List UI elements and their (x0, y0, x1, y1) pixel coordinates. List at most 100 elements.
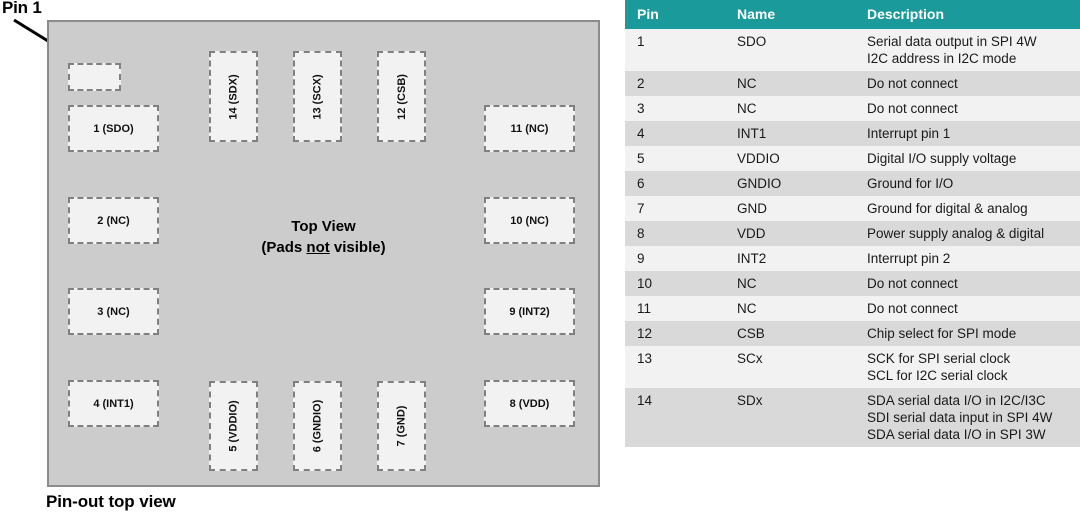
table-row: 9 INT2 Interrupt pin 2 (625, 246, 1080, 271)
pad-11: 11 (NC) (484, 105, 575, 152)
cell-description: Interrupt pin 2 (855, 246, 1080, 271)
cell-description: Do not connect (855, 71, 1080, 96)
table-row: 5 VDDIO Digital I/O supply voltage (625, 146, 1080, 171)
table-row: 10 NC Do not connect (625, 271, 1080, 296)
description-line: Interrupt pin 2 (867, 251, 951, 266)
header-pin: Pin (625, 0, 725, 29)
pad-11-label: 11 (NC) (510, 122, 549, 135)
cell-description: Power supply analog & digital (855, 221, 1080, 246)
pad-13-label: 13 (SCX) (311, 73, 324, 120)
pad-12: 12 (CSB) (377, 51, 426, 142)
table-head: Pin Name Description (625, 0, 1080, 29)
description-line: SDA serial data I/O in I2C/I3C (867, 393, 1046, 408)
pad-8: 8 (VDD) (484, 380, 575, 427)
pad-3-label: 3 (NC) (97, 305, 130, 318)
table-row: 14 SDx SDA serial data I/O in I2C/I3C SDI s… (625, 388, 1080, 447)
table-row: 2 NC Do not connect (625, 71, 1080, 96)
pads-not-visible-note: (Pads not visible) (47, 237, 600, 258)
cell-name: SDx (737, 393, 763, 408)
table-row: 4 INT1 Interrupt pin 1 (625, 121, 1080, 146)
pad-6-label: 6 (GNDIO) (311, 399, 324, 453)
cell-name: NC (737, 76, 757, 91)
cell-pin: 13 (637, 351, 653, 366)
pad-3: 3 (NC) (68, 288, 159, 335)
description-line: Ground for digital & analog (867, 201, 1028, 216)
cell-pin: 8 (637, 226, 645, 241)
pad-10-label: 10 (NC) (510, 214, 549, 227)
cell-name: NC (737, 101, 757, 116)
cell-pin: 5 (637, 151, 645, 166)
pinout-diagram: Pin 1 1 (SDO) 2 (NC) 3 (NC) 4 (INT1) 5 (VDDI… (2, 0, 600, 511)
cell-description: Interrupt pin 1 (855, 121, 1080, 146)
cell-name: INT2 (737, 251, 767, 266)
pad-7-label: 7 (GND) (395, 405, 408, 447)
table-row: 7 GND Ground for digital & analog (625, 196, 1080, 221)
cell-description: Ground for I/O (855, 171, 1080, 196)
cell-name: NC (737, 276, 757, 291)
description-line: SDA serial data I/O in SPI 3W (867, 427, 1046, 442)
pad-1-label: 1 (SDO) (93, 122, 134, 135)
pad-2: 2 (NC) (68, 197, 159, 244)
pad-9: 9 (INT2) (484, 288, 575, 335)
description-line: SDI serial data input in SPI 4W (867, 410, 1053, 425)
cell-pin: 3 (637, 101, 645, 116)
header-description: Description (855, 0, 1080, 29)
description-line: Do not connect (867, 276, 958, 291)
cell-pin: 2 (637, 76, 645, 91)
pad-5-label: 5 (VDDIO) (227, 400, 240, 452)
note-emphasis: not (306, 239, 330, 256)
top-view-caption: Top View (Pads not visible) (47, 216, 600, 258)
top-view-title: Top View (291, 218, 356, 235)
pin1-marker (68, 63, 121, 91)
cell-name: VDDIO (737, 151, 780, 166)
pad-12-label: 12 (CSB) (395, 73, 408, 120)
cell-pin: 12 (637, 326, 653, 341)
cell-pin: 11 (637, 301, 652, 316)
table-row: 8 VDD Power supply analog & digital (625, 221, 1080, 246)
cell-name: GND (737, 201, 767, 216)
description-line: Ground for I/O (867, 176, 954, 191)
pin1-label: Pin 1 (2, 0, 42, 17)
cell-name: SCx (737, 351, 763, 366)
cell-name: INT1 (737, 126, 767, 141)
cell-pin: 9 (637, 251, 645, 266)
cell-pin: 10 (637, 276, 653, 291)
pad-4-label: 4 (INT1) (93, 397, 134, 410)
pad-10: 10 (NC) (484, 197, 575, 244)
cell-description: Do not connect (855, 271, 1080, 296)
cell-pin: 1 (637, 34, 645, 49)
description-line: Power supply analog & digital (867, 226, 1045, 241)
figure-caption: Pin-out top view (46, 492, 176, 511)
pad-8-label: 8 (VDD) (509, 397, 550, 410)
pad-5: 5 (VDDIO) (209, 381, 258, 471)
description-line: Interrupt pin 1 (867, 126, 951, 141)
cell-name: SDO (737, 34, 767, 49)
pad-13: 13 (SCX) (293, 51, 342, 142)
description-line: Serial data output in SPI 4W (867, 34, 1037, 49)
pad-14-label: 14 (SDX) (227, 73, 240, 120)
cell-name: GNDIO (737, 176, 782, 191)
description-line: Do not connect (867, 301, 958, 316)
cell-description: SDA serial data I/O in I2C/I3C SDI serial… (855, 388, 1080, 447)
cell-name: VDD (737, 226, 766, 241)
cell-pin: 7 (637, 201, 645, 216)
description-line: Do not connect (867, 101, 958, 116)
note-post: visible) (329, 239, 386, 256)
cell-description: Chip select for SPI mode (855, 321, 1080, 346)
pin-description-table: Pin Name Description 1 SDO Serial data out… (625, 0, 1080, 447)
pad-1: 1 (SDO) (68, 105, 159, 152)
cell-description: Do not connect (855, 296, 1080, 321)
cell-pin: 14 (637, 393, 653, 408)
pad-9-label: 9 (INT2) (509, 305, 550, 318)
table-row: 3 NC Do not connect (625, 96, 1080, 121)
cell-pin: 4 (637, 126, 645, 141)
cell-description: Digital I/O supply voltage (855, 146, 1080, 171)
description-line: SCL for I2C serial clock (867, 368, 1008, 383)
